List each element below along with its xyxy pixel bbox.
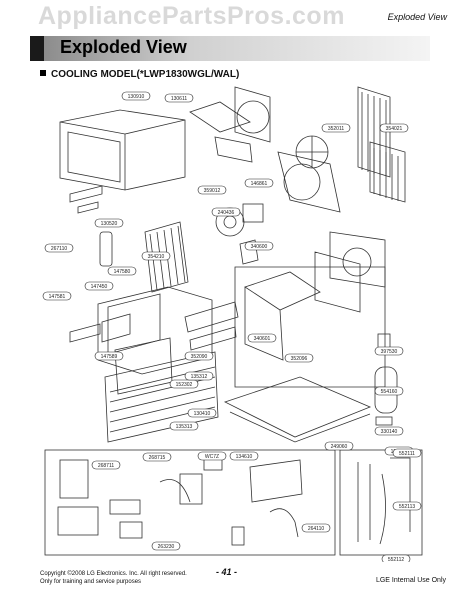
footer-copyright-block: Copyright ©2008 LG Electronics. Inc. All… — [40, 570, 187, 586]
callout-grille-top: 352011 — [321, 123, 351, 133]
callout-condenser: 354021 — [379, 123, 409, 133]
model-heading-text: COOLING MODEL(*LWP1830WGL/WAL) — [51, 69, 240, 80]
callout-text: 554160 — [381, 389, 398, 395]
callout-capillary: 340601 — [247, 333, 277, 343]
callout-text: 268715 — [149, 455, 166, 461]
callout-remote: 267110 — [44, 243, 74, 253]
callout-motor-mount: 146861 — [244, 178, 274, 188]
callout-refrigerant-tube-b: 552112 — [381, 554, 411, 562]
callout-front-grille: 135313 — [169, 421, 199, 431]
callout-thermistor: 134610 — [229, 451, 259, 461]
callout-text: 352011 — [328, 126, 345, 132]
callout-text: 397530 — [381, 349, 398, 355]
callout-compressor: 554160 — [374, 386, 404, 396]
front-panel-drawing — [69, 286, 239, 443]
callout-text: 354021 — [386, 126, 403, 132]
watermark: AppliancePartsPros.com — [38, 2, 345, 30]
callout-wiring-cap: 264110 — [301, 523, 331, 533]
callout-text: 249060 — [331, 444, 348, 450]
page-number: - 41 - — [216, 567, 238, 577]
callout-side-rail: 135312 — [184, 371, 214, 381]
callout-control-knob: 130520 — [94, 218, 124, 228]
callout-control-box: 249060 — [324, 441, 354, 451]
callout-evaporator-fan: 340600 — [244, 241, 274, 251]
callout-pcb-main: 268711 — [91, 460, 121, 470]
callout-text: 130520 — [101, 221, 118, 227]
callout-partition: 352096 — [284, 353, 314, 363]
section-tag: Exploded View — [387, 12, 447, 22]
copyright-text: Copyright ©2008 LG Electronics. Inc. All… — [40, 571, 187, 577]
callout-capacitor-box: WC7Z — [197, 451, 227, 461]
callout-text: 552112 — [388, 557, 405, 562]
callout-refrigerant-tube-a: 552111 — [392, 448, 422, 458]
callout-text: 267110 — [51, 246, 68, 252]
callout-text: 135312 — [191, 374, 208, 380]
callout-text: 134610 — [236, 454, 253, 460]
callout-text: 340601 — [254, 336, 271, 342]
callout-text: 130410 — [194, 411, 211, 417]
callout-base-pan-label: 130410 — [187, 408, 217, 418]
page-title: Exploded View — [60, 37, 187, 57]
callout-text: 240436 — [218, 210, 235, 216]
bullet-icon — [40, 70, 46, 76]
callout-text: 147589 — [101, 354, 118, 360]
callout-text: 354210 — [148, 254, 165, 260]
callout-text: 146861 — [251, 181, 268, 187]
training-text: Only for training and service purposes — [40, 579, 142, 585]
callout-blower-housing: 359012 — [197, 185, 227, 195]
callout-wire-harness: 268715 — [142, 452, 172, 462]
callout-text: 268711 — [98, 463, 115, 469]
cabinet-drawing — [59, 109, 186, 191]
callout-air-filter: 152302 — [169, 379, 199, 389]
callout-louver-strip: 147589 — [94, 351, 124, 361]
condenser-drawing — [357, 86, 406, 203]
callout-cabinet: 130910 — [121, 91, 151, 101]
callout-text: 263230 — [158, 544, 175, 550]
callout-pcb-display: 263230 — [151, 541, 181, 551]
callout-terminal-cover: 397530 — [374, 346, 404, 356]
callout-text: 352090 — [191, 354, 208, 360]
callout-text: 147581 — [49, 294, 66, 300]
callout-text: 552111 — [399, 451, 415, 457]
chassis-drawing — [189, 86, 271, 163]
callout-text: 135313 — [176, 424, 193, 430]
title-bar — [30, 36, 430, 61]
callout-text: 130611 — [171, 96, 188, 102]
callout-text: WC7Z — [205, 454, 219, 460]
callout-drain-strip: 352090 — [184, 351, 214, 361]
callout-text: 147580 — [114, 269, 131, 275]
callout-vent-small: 147580 — [107, 266, 137, 276]
callout-refrigerant-tube-c: 552113 — [392, 501, 422, 511]
callout-text: 552113 — [399, 504, 416, 510]
callout-filter-clip: 147581 — [42, 291, 72, 301]
base-pan-drawing — [223, 376, 372, 443]
callout-evaporator: 354210 — [141, 251, 171, 261]
callout-chassis-top: 130611 — [164, 93, 194, 103]
evaporator-drawing — [69, 185, 189, 293]
internal-use-text: LGE Internal Use Only — [375, 577, 446, 584]
callout-text: 152302 — [176, 382, 193, 388]
electrical-box-outline — [44, 449, 336, 556]
callout-text: 130910 — [128, 94, 145, 100]
exploded-diagram: 130910 130611 352011 354021 146861 359012 2404… — [42, 86, 423, 562]
callout-text: 330140 — [381, 429, 398, 435]
fan-drawing — [277, 135, 341, 213]
callout-overload: 330140 — [374, 426, 404, 436]
callout-text: 359012 — [204, 188, 221, 194]
callout-text: 147450 — [91, 284, 108, 290]
model-heading: COOLING MODEL(*LWP1830WGL/WAL) — [40, 69, 239, 80]
callout-fan-motor: 240436 — [211, 207, 241, 217]
callout-front-panel: 147450 — [84, 281, 114, 291]
callout-text: 264110 — [308, 526, 325, 532]
callout-text: 340600 — [251, 244, 268, 250]
callout-text: 352096 — [291, 356, 308, 362]
